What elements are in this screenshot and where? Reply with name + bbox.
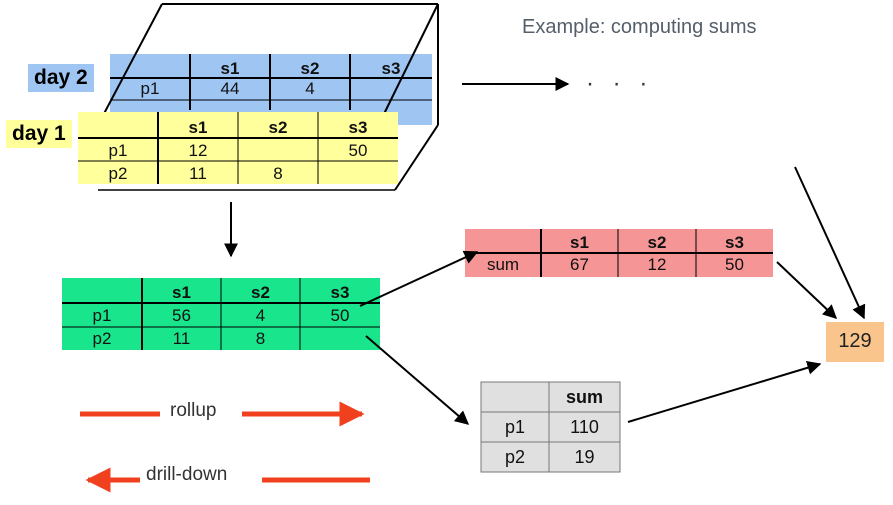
table-cell: p1 [92,305,112,325]
table-cell: 56 [172,305,191,325]
table-row: sum 67 12 50 [465,254,773,276]
table-cell: 8 [255,328,266,348]
table-row: s1 s2 s3 [465,232,773,254]
day2-table: s1 s2 s3 p1 44 4 [110,58,432,98]
cube-outline [97,3,439,191]
table-cell: p2 [92,328,112,348]
table-cell: s1 [172,283,191,302]
table-cell: s3 [381,59,401,78]
diagram-title: Example: computing sums [522,16,757,38]
table-row: p2 19 [481,442,620,472]
table-cell: 19 [574,447,595,467]
table-row: p1 56 4 50 [62,304,380,327]
table-cell: p2 [504,447,526,467]
table-row: s1 s2 s3 [110,58,432,80]
table-row: p2 11 8 [62,327,380,350]
arrow-ellipsis-to-total [794,166,866,320]
arrow-to-sums-by-p [365,335,470,425]
table-row: sum [481,382,620,412]
drilldown-label: drill-down [142,464,232,486]
table-cell [350,80,432,98]
table-row: p1 110 [481,412,620,442]
table-cell: sum [565,387,603,407]
table-cell: 44 [220,79,240,98]
table-cell: s1 [570,233,589,252]
table-cell: p2 [108,163,128,183]
table-cell: s3 [330,283,350,302]
day1-table: s1 s2 s3 p1 12 50 p2 11 8 [78,116,398,185]
table-cell: p1 [140,79,160,98]
table-cell: 12 [647,255,667,274]
table-cell [238,139,318,162]
cube-table: s1 s2 s3 p1 56 4 50 p2 11 8 [62,282,380,350]
arrow-to-sums-by-s [359,250,479,307]
table-cell: p1 [108,140,128,160]
rollup-label: rollup [166,400,221,422]
table-row: s1 s2 s3 [62,282,380,304]
total-box [826,322,884,362]
table-cell: 50 [725,255,744,274]
table-cell: 4 [305,79,315,98]
table-cell: s2 [251,283,270,302]
table-cell: s1 [220,59,240,78]
sums-by-s-table: s1 s2 s3 sum 67 12 50 [465,232,773,276]
table-cell: s3 [725,233,744,252]
table-cell: s3 [348,117,368,137]
table-row: p1 44 4 [110,80,432,98]
day2-label: day 2 [28,64,94,92]
table-row: p1 12 50 [78,139,398,162]
table-cell: 11 [172,328,191,348]
day1-label: day 1 [6,120,72,148]
table-cell [318,162,398,185]
table-cell [300,327,380,350]
table-cell: s1 [188,117,208,137]
table-row: s1 s2 s3 [78,116,398,139]
total-value: 129 [838,330,872,352]
table-cell: s2 [647,233,667,252]
table-cell: s2 [268,117,288,137]
corner-cell [481,382,549,412]
sums-by-p-table: sum p1 110 p2 19 [481,382,620,472]
table-cell: s2 [300,59,320,78]
arrow-s-to-total [776,261,838,319]
table-cell [110,58,190,80]
table-cell: 50 [330,305,350,325]
table-cell: 110 [570,417,599,437]
table-cell: 50 [348,140,368,160]
table-cell [62,282,142,304]
table-cell: 4 [255,305,266,325]
table-cell: 12 [188,140,208,160]
ellipsis: · · · [586,70,654,97]
sums-by-p-panel [481,382,620,472]
table-row: p2 11 8 [78,162,398,185]
table-cell: p1 [504,417,526,437]
table-cell: sum [486,255,520,274]
table-cell: 8 [273,163,283,183]
table-cell [78,116,158,139]
table-cell: 11 [189,163,207,183]
arrow-p-to-total [627,360,822,423]
table-cell: 67 [570,255,589,274]
table-cell [465,232,541,254]
